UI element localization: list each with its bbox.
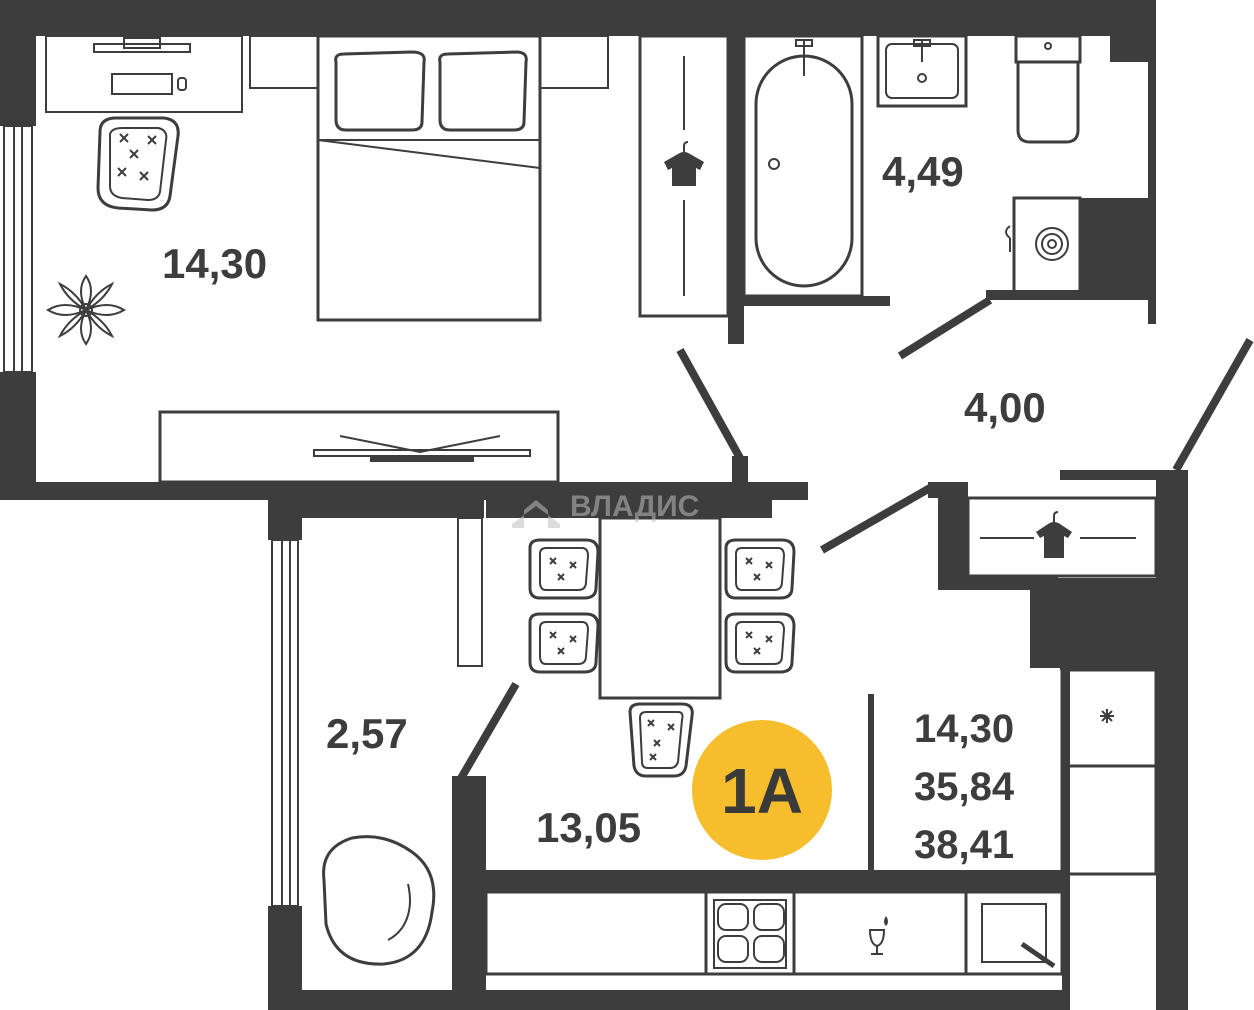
balcony-furniture [322, 835, 436, 966]
room-area-bedroom: 14,30 [162, 240, 267, 287]
summary-living-area: 14,30 [914, 707, 1014, 751]
room-area-bathroom: 4,49 [882, 148, 964, 195]
summary-divider [868, 694, 874, 870]
room-area-balcony: 2,57 [326, 710, 408, 757]
room-area-hallway: 4,00 [964, 384, 1046, 431]
kitchen-furniture [484, 516, 1158, 976]
room-area-labels: 14,30 4,49 4,00 2,57 13,05 [162, 148, 1046, 851]
apartment-type-label: 1А [721, 755, 803, 827]
watermark: ВЛАДИС [512, 490, 699, 528]
kitchen-counter [484, 890, 1064, 976]
room-area-kitchen: 13,05 [536, 804, 641, 851]
windows [3, 125, 299, 907]
walls [0, 0, 1188, 1010]
watermark-logo-icon [512, 500, 560, 528]
bathroom-fixtures [742, 34, 1082, 298]
summary-total-area: 35,84 [914, 765, 1015, 809]
area-summary: 14,30 35,84 38,41 [914, 707, 1015, 867]
bedroom-furniture [45, 34, 730, 484]
watermark-text: ВЛАДИС [570, 490, 699, 523]
apartment-type-badge: 1А [692, 720, 832, 860]
hall-wardrobe [966, 496, 1158, 578]
doors [456, 296, 1254, 783]
fridge [1060, 668, 1158, 876]
summary-total-with-balcony: 38,41 [914, 823, 1014, 867]
dining-chairs [528, 538, 796, 778]
